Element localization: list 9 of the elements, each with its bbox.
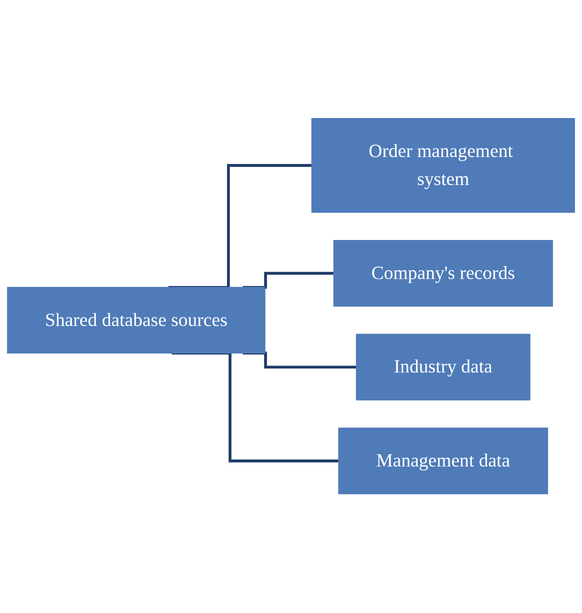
node-box: Management data [338,428,548,495]
node-box: Order management system [311,118,575,214]
node-box: Company's records [333,240,553,307]
connector [172,352,339,463]
connector [168,164,312,290]
connector [242,352,356,369]
node-box: Industry data [356,334,530,401]
connector [242,272,334,290]
node-box: Shared database sources [7,287,266,354]
